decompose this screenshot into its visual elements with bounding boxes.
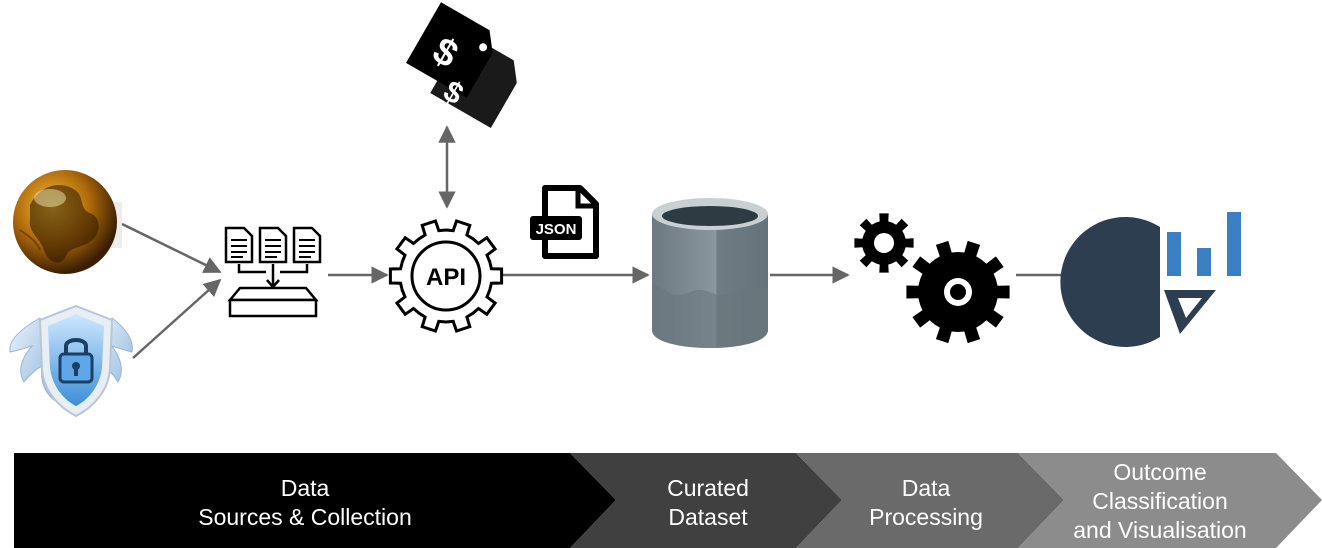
arrow-globe-to-collection (121, 222, 222, 274)
api-gear-icon: API (388, 219, 504, 333)
arrows (121, 125, 1096, 359)
stage-label-data-processing: Data Processing (869, 475, 983, 530)
price-tag-icon: $ $ (406, 2, 517, 128)
document-collection-icon (224, 226, 322, 318)
arrow-shield-to-collection (132, 278, 222, 359)
security-shield-icon (9, 304, 133, 418)
stage-chevron-data-processing (796, 453, 1064, 548)
json-label: JSON (536, 221, 577, 238)
stage-banner (14, 453, 1322, 548)
database-icon (652, 198, 768, 348)
stage-chevron-data-sources (14, 453, 616, 548)
analytics-chart-icon (1060, 212, 1241, 348)
globe-icon (13, 170, 122, 274)
stage-label-outcome: Outcome Classification and Visualisation (1073, 459, 1247, 543)
processing-gears-icon (854, 213, 1010, 344)
json-file-icon: JSON (530, 185, 599, 259)
stage-chevron-curated-dataset (570, 453, 842, 548)
stage-label-data-sources: Data Sources & Collection (198, 475, 412, 530)
api-label: API (426, 264, 466, 291)
stage-label-curated-dataset: Curated Dataset (667, 475, 749, 530)
stage-chevron-outcome (1018, 453, 1322, 548)
